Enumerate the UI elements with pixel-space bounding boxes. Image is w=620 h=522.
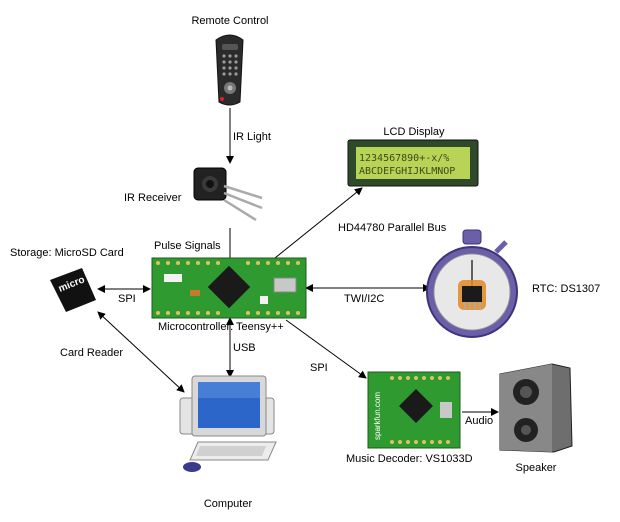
spi-decoder-arrow	[285, 319, 367, 379]
lcd-line-2: ABCDEFGHIJKLMNOP	[359, 166, 455, 177]
usb-label: USB	[233, 342, 256, 354]
microcontroller-label: Microcontroller: Teensy++	[158, 321, 284, 333]
pulse-signals-label: Pulse Signals	[154, 240, 221, 252]
computer-image	[179, 375, 277, 472]
microsd-card-image: micro SD	[50, 268, 102, 312]
lcd-display-image: 1234567890+-x/% ABCDEFGHIJKLMNOP	[347, 139, 479, 187]
speaker-image	[499, 363, 573, 453]
spi-left-label: SPI	[118, 293, 136, 305]
card-reader-arrow	[97, 311, 185, 393]
rtc-label: RTC: DS1307	[532, 283, 600, 295]
sparkfun-text: sparkfun.com	[373, 392, 382, 440]
rtc-stopwatch-image	[426, 229, 518, 338]
ir-receiver-label: IR Receiver	[124, 192, 182, 204]
spi-bottom-label: SPI	[310, 362, 328, 374]
remote-control-image	[215, 34, 244, 106]
computer-label: Computer	[204, 498, 253, 510]
remote-control-label: Remote Control	[191, 15, 268, 27]
music-decoder-image: sparkfun.com	[367, 371, 461, 449]
ir-receiver-image	[193, 167, 263, 222]
speaker-label: Speaker	[516, 462, 557, 474]
lcd-display-label: LCD Display	[383, 126, 445, 138]
hd44780-label: HD44780 Parallel Bus	[338, 222, 447, 234]
music-decoder-label: Music Decoder: VS1033D	[346, 453, 473, 465]
twi-i2c-label: TWI/I2C	[344, 293, 384, 305]
connectors	[97, 108, 499, 416]
lcd-bus-arrow	[269, 187, 363, 263]
lcd-line-1: 1234567890+-x/%	[359, 153, 449, 164]
storage-label: Storage: MicroSD Card	[10, 247, 124, 259]
card-reader-label: Card Reader	[60, 347, 123, 359]
ir-light-label: IR Light	[233, 131, 271, 143]
microcontroller-image	[151, 257, 307, 319]
audio-label: Audio	[465, 415, 493, 427]
